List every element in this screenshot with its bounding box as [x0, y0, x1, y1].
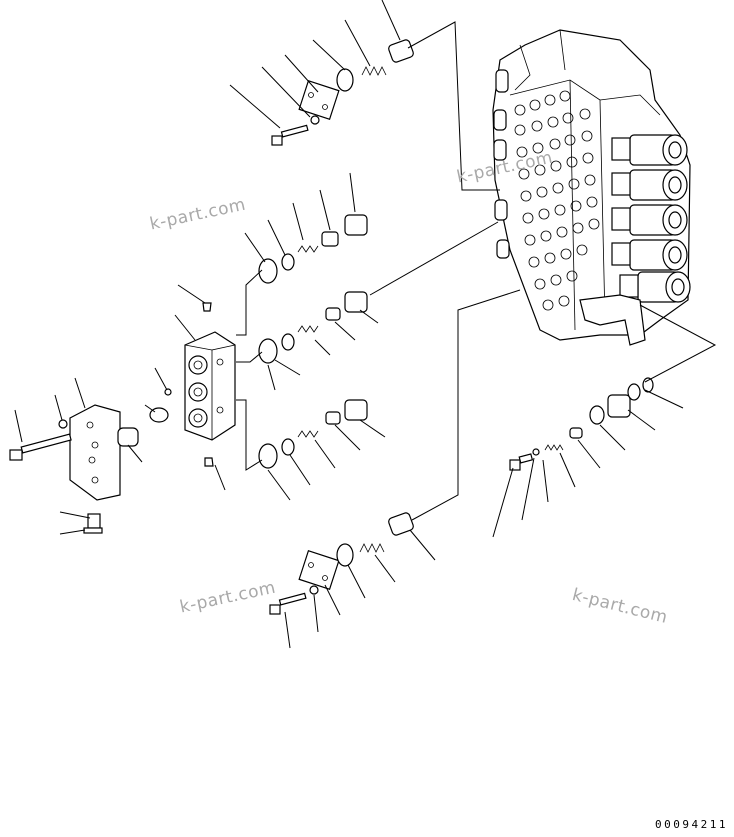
bottom-cover-group [269, 289, 521, 649]
control-valve-body [492, 29, 691, 346]
left-valve-section [9, 284, 236, 535]
valve-side-plugs [493, 69, 510, 259]
drawing-code: 00094211 [655, 818, 728, 831]
valve-bottom-bracket [579, 294, 646, 346]
right-lower-group [492, 304, 717, 538]
top-cover-group [229, 0, 500, 191]
middle-spool-groups [236, 172, 499, 501]
solenoid-valves [611, 134, 691, 303]
valve-face-holes [514, 90, 600, 311]
